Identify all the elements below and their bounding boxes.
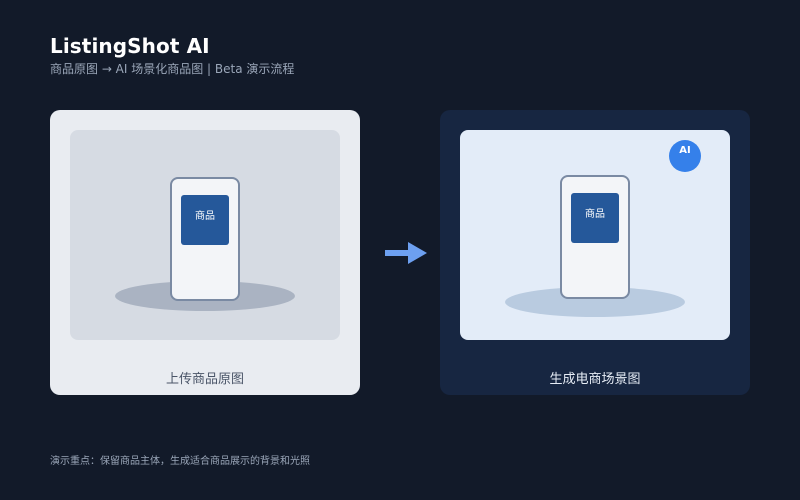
app-title: ListingShot AI (50, 34, 210, 58)
original-image-preview: 商品 (70, 130, 340, 340)
ai-badge: AI (669, 140, 701, 172)
phone-mockup: 商品 (560, 175, 630, 299)
phone-mockup: 商品 (170, 177, 240, 301)
upload-panel[interactable]: 商品 上传商品原图 (50, 110, 360, 395)
footer-note: 演示重点：保留商品主体，生成适合商品展示的背景和光照 (50, 456, 310, 467)
upload-caption: 上传商品原图 (165, 372, 244, 387)
product-block: 商品 (181, 195, 229, 245)
arrow-right-icon (385, 242, 427, 264)
generated-image-preview: 商品 AI (460, 130, 730, 340)
generated-caption: 生成电商场景图 (549, 372, 641, 387)
generated-panel[interactable]: 商品 AI 生成电商场景图 (440, 110, 750, 395)
product-block: 商品 (571, 193, 619, 243)
app-subtitle: 商品原图 → AI 场景化商品图 | Beta 演示流程 (50, 62, 295, 76)
